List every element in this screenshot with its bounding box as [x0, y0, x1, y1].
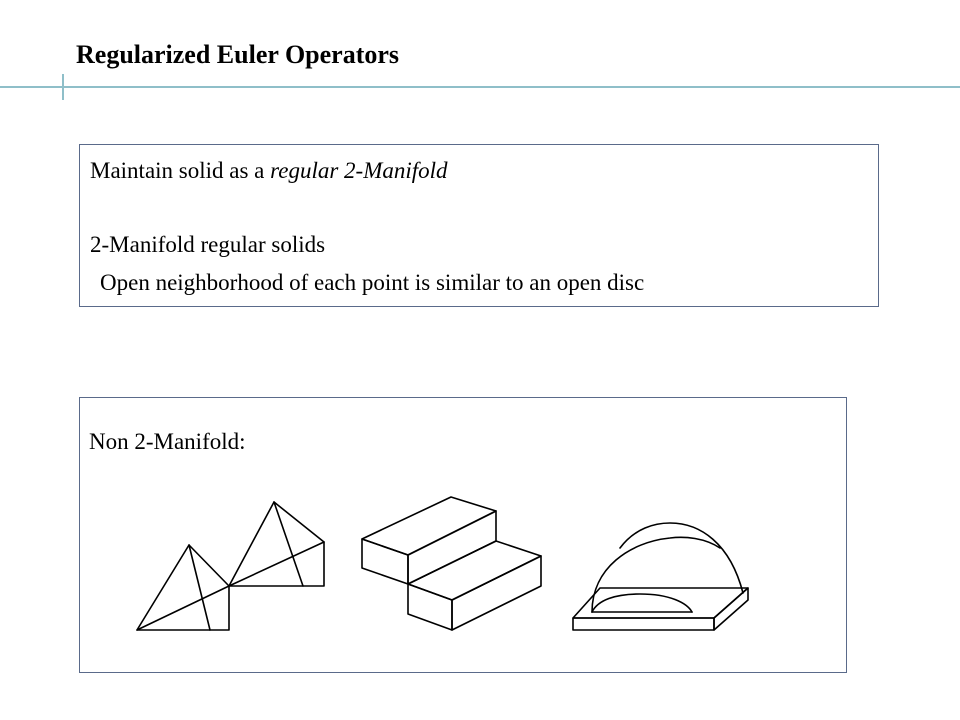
- pyramid-left-figure: [136, 544, 230, 631]
- cylinder-near-arc: [591, 536, 721, 613]
- definition-line-1-emphasis: regular 2-Manifold: [270, 158, 448, 183]
- header-rule: [0, 86, 960, 88]
- pyramid-right-edge-a: [273, 501, 304, 587]
- pyramid-left-edge-b: [136, 585, 230, 631]
- examples-label: Non 2-Manifold:: [89, 429, 246, 454]
- slide-title: Regularized Euler Operators: [76, 40, 400, 69]
- cylinder-far-arc: [619, 522, 744, 594]
- definition-line-2: 2-Manifold regular solids: [90, 232, 326, 257]
- pyramid-right-figure: [228, 501, 325, 587]
- base-plate-front: [572, 617, 715, 631]
- examples-box: Non 2-Manifold:: [79, 397, 847, 673]
- pyramid-right-outline: [228, 501, 325, 587]
- block-lower-figure: [407, 540, 542, 631]
- base-plate-side: [713, 587, 749, 631]
- block-lower-side: [451, 555, 542, 631]
- header-tick: [62, 74, 64, 100]
- pyramid-left-outline: [136, 544, 230, 631]
- definition-line-3: Open neighborhood of each point is simil…: [100, 270, 645, 295]
- examples-figures: [136, 496, 749, 631]
- block-upper-figure: [361, 496, 497, 585]
- cylinder-inner-arc: [591, 593, 693, 613]
- pyramid-right-edge-b: [228, 541, 325, 587]
- definition-line-1-prefix: Maintain solid as a: [90, 158, 271, 183]
- block-lower-front: [407, 583, 453, 631]
- block-upper-front: [361, 538, 409, 585]
- pyramid-left-edge-a: [188, 544, 211, 631]
- definition-line-1: Maintain solid as a regular 2-Manifold: [90, 157, 448, 185]
- definition-box: Maintain solid as a regular 2-Manifold 2…: [79, 144, 879, 307]
- half-cylinder-figure: [572, 522, 749, 631]
